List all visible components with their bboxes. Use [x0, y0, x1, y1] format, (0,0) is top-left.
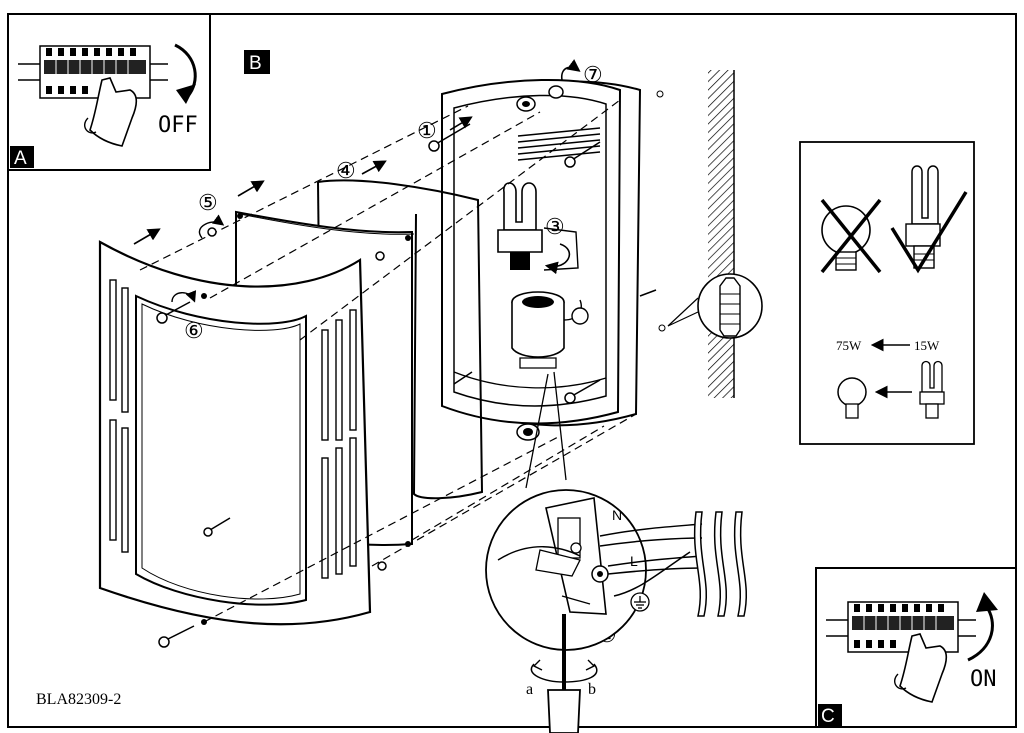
rotate-arrow-icon [544, 243, 571, 275]
panel-a-breaker-off: OFF A [7, 13, 211, 171]
direction-arrows [133, 116, 473, 245]
wall-plug-icon [719, 277, 741, 337]
small-cfl-icon [919, 360, 945, 419]
step-labels: ① ② ③ ④ ⑤ ⑥ ⑦ [184, 62, 617, 647]
step-1-label: ① [417, 118, 437, 143]
wall-hatch [708, 70, 734, 398]
front-cover [98, 240, 372, 626]
ground-icon [630, 592, 650, 612]
step-3-label: ③ [545, 214, 565, 239]
bulb-info-panel: 75W 15W [799, 141, 975, 445]
off-label: OFF [158, 113, 198, 138]
live-wire-label: L [630, 553, 638, 569]
rotation-a-label: a [526, 681, 533, 698]
small-incandescent-icon [837, 377, 867, 419]
breaker-icon [18, 45, 168, 99]
hand-icon [89, 77, 138, 147]
screwdriver-icon [530, 614, 598, 733]
panel-b-letter-badge: B [244, 50, 270, 74]
outer-frame [7, 13, 1017, 728]
panel-c-letter: C [821, 706, 835, 727]
cfl-bulb [497, 182, 543, 270]
neutral-wire-label: N [612, 507, 622, 523]
panel-b-letter: B [249, 53, 262, 74]
step-6-label: ⑥ [184, 318, 204, 343]
on-label: ON [970, 667, 997, 692]
panel-c-breaker-on: ON C [815, 567, 1017, 728]
watt-high-label: 75W [836, 338, 862, 353]
cover-screw-icon [156, 227, 387, 648]
step-7-label: ⑦ [583, 62, 603, 87]
step-4-label: ④ [336, 158, 356, 183]
check-mark-icon [890, 191, 968, 274]
alignment-lines [139, 99, 637, 623]
wiring-detail-callout: N L [485, 371, 703, 651]
panel-a-letter: A [14, 148, 27, 169]
cross-mark-icon [820, 198, 882, 274]
watt-low-label: 15W [914, 338, 940, 353]
breaker-icon [826, 601, 976, 653]
wall-plug-callout [656, 90, 763, 339]
hand-icon [899, 633, 948, 703]
rotation-b-label: b [588, 681, 596, 698]
back-housing [441, 79, 642, 441]
supply-cables [693, 511, 748, 617]
lamp-socket [511, 291, 589, 369]
step-5-label: ⑤ [198, 190, 218, 215]
document-code: BLA82309-2 [36, 691, 121, 708]
